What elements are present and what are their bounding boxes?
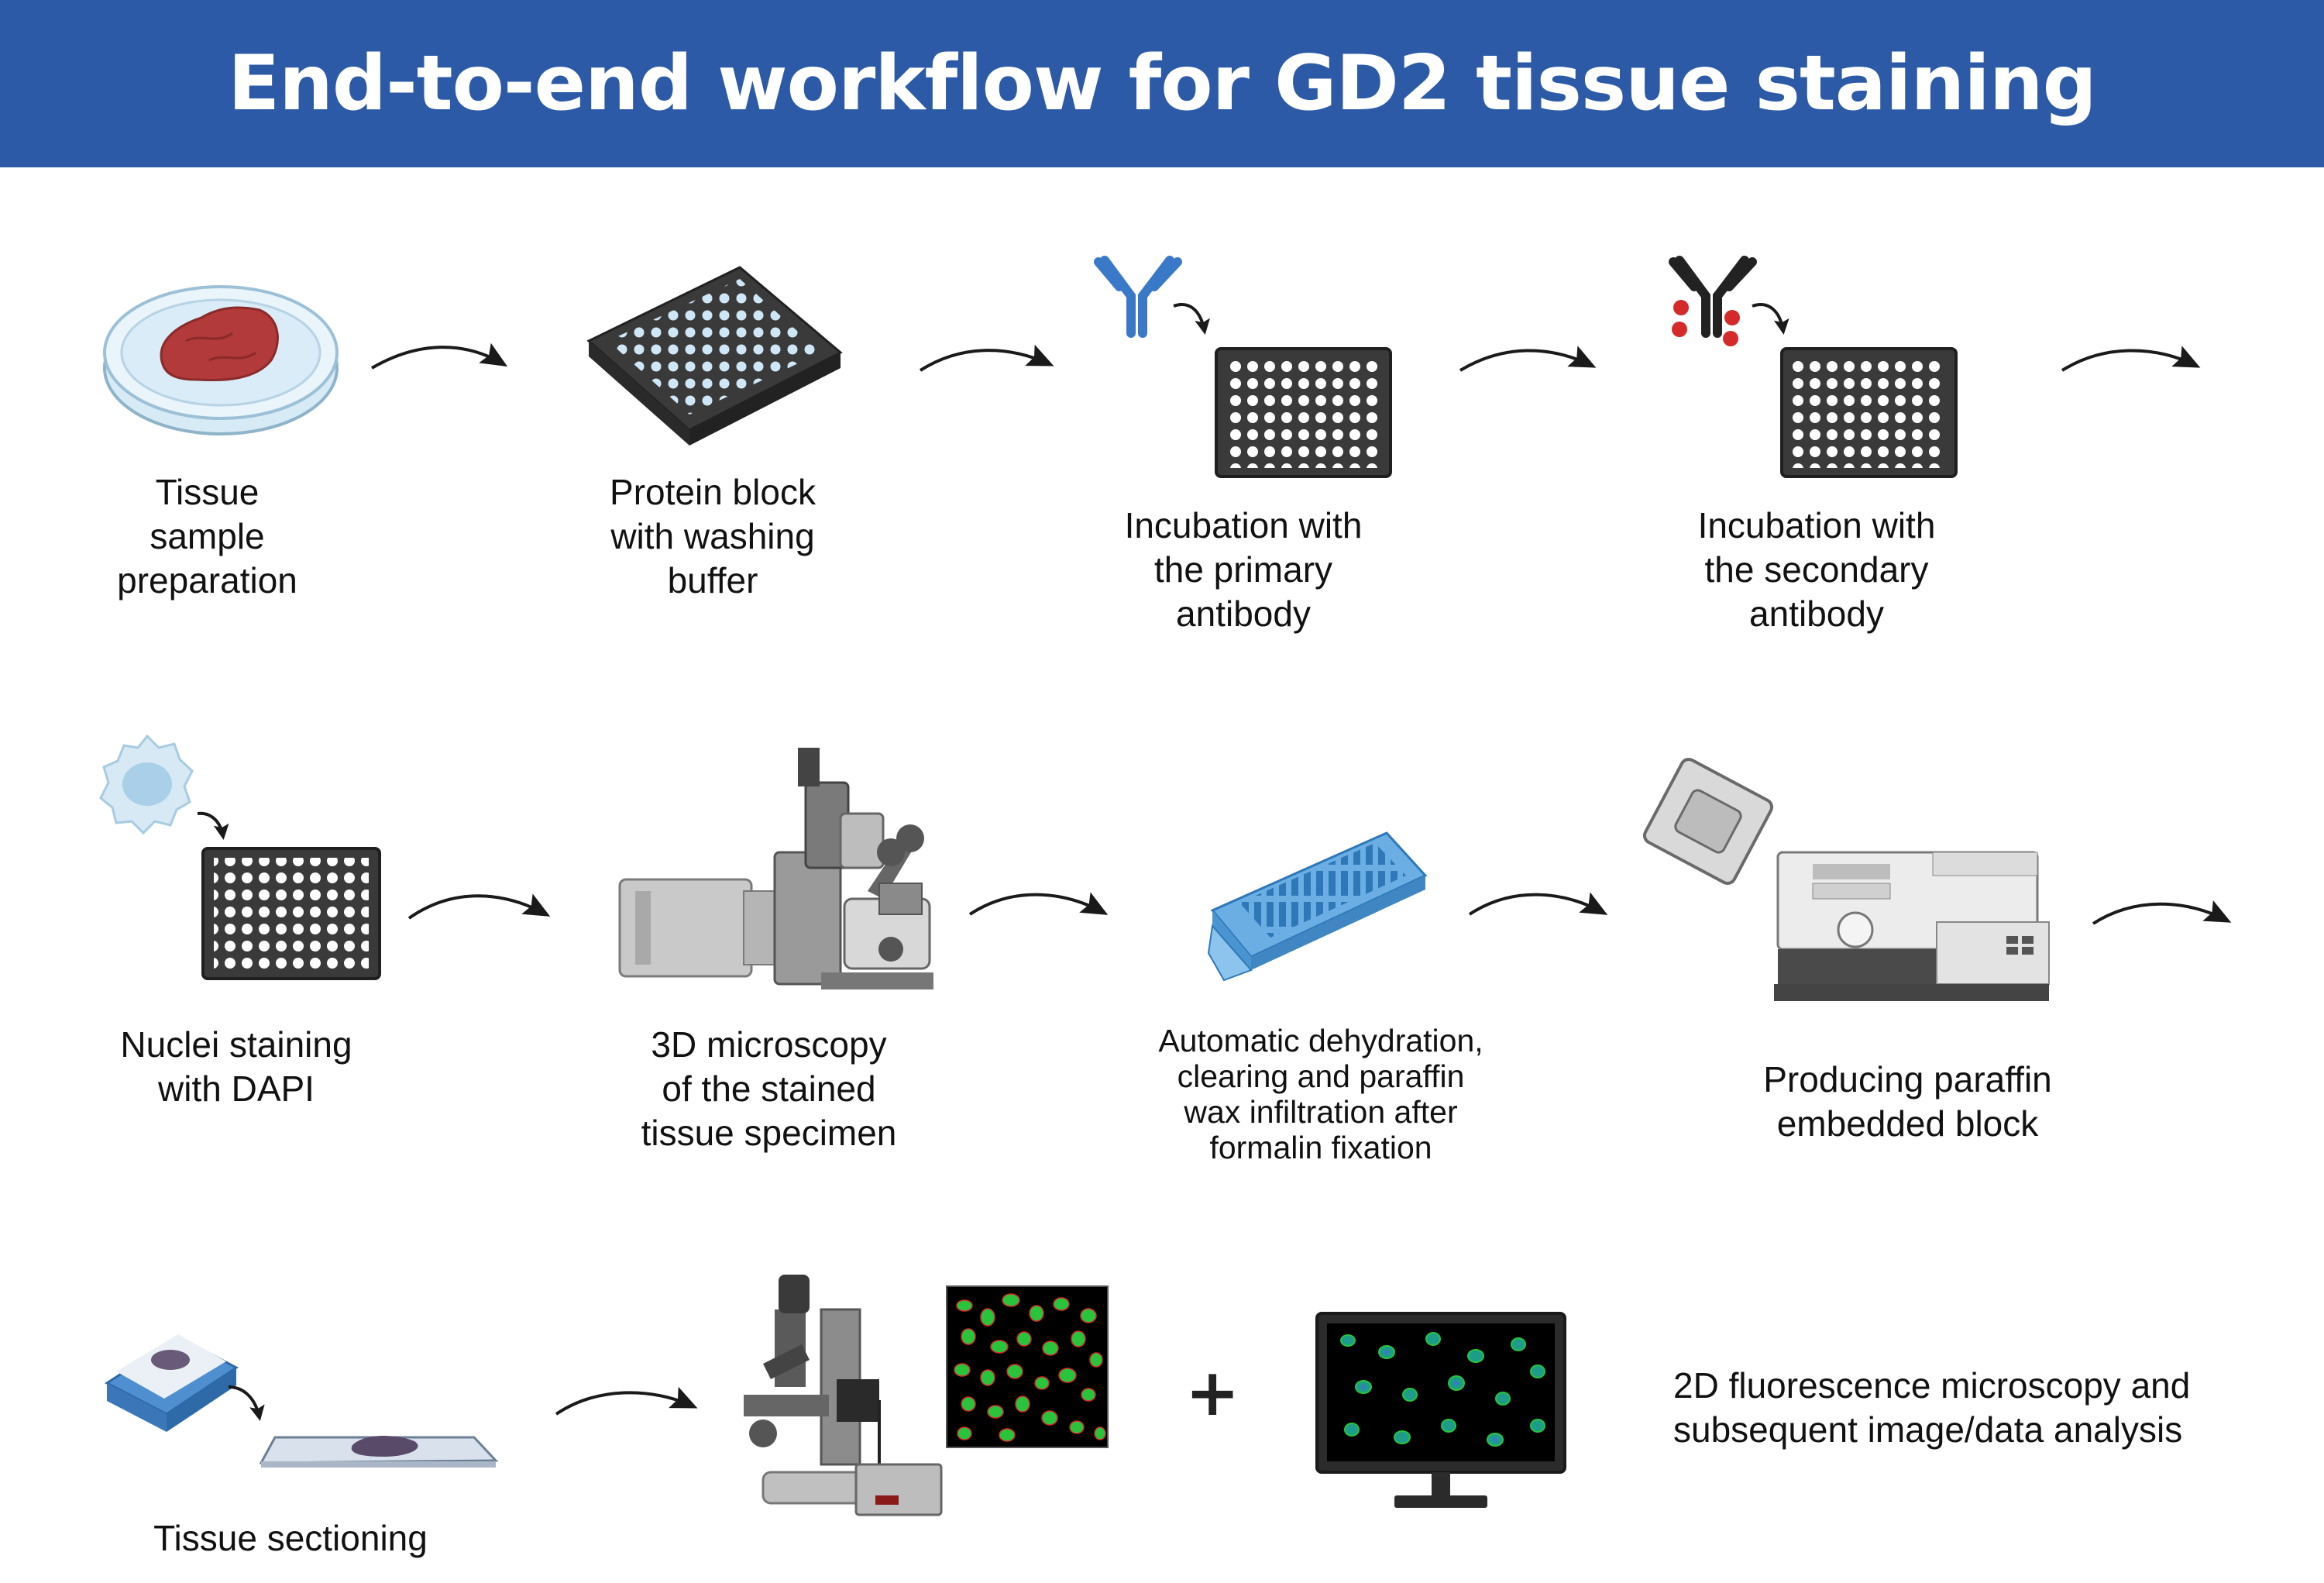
flow-arrows-row-1 [370,342,2201,372]
step-label-secondary-antibody: Incubation with the secondary antibody [1697,505,1936,634]
petri-dish-icon [103,285,339,435]
secondary-antibody-icon [1669,256,1958,478]
cassette-icon [1207,831,1428,982]
dapi-well-plate-icon [201,847,381,980]
cell-icon [99,734,229,840]
microscope-3d-icon [618,748,933,989]
embedding-station-icon [1642,758,2050,1001]
fluorescence-microscope-icon [744,1275,943,1516]
flow-arrows-row-2 [407,892,2232,925]
flow-arrows-row-3 [555,1386,698,1416]
page-title: End-to-end workflow for GD2 tissue stain… [228,40,2097,128]
step-label-dehydration: Automatic dehydration, clearing and para… [1158,1023,1483,1165]
step-label-paraffin-block: Producing paraffin embedded block [1763,1059,2052,1144]
step-label-3d-microscopy: 3D microscopy of the stained tissue spec… [641,1024,897,1153]
well-plate-icon [586,266,843,446]
microtome-slide-icon [105,1334,499,1468]
fluorescence-image-icon [946,1285,1109,1448]
step-label-primary-antibody: Incubation with the primary antibody [1124,505,1363,634]
step-label-nuclei-staining: Nuclei staining with DAPI [120,1024,352,1109]
step-label-tissue-sample-preparation: Tissue sample preparation [117,472,297,601]
plus-sign: + [1185,1354,1240,1430]
primary-antibody-icon [1094,256,1392,478]
step-label-tissue-sectioning: Tissue sectioning [153,1518,428,1558]
monitor-icon [1315,1312,1566,1508]
step-label-2d-fluorescence: 2D fluorescence microscopy and subsequen… [1673,1365,2191,1450]
step-label-protein-block: Protein block with washing buffer [610,472,816,601]
title-banner: End-to-end workflow for GD2 tissue stain… [0,0,2324,167]
